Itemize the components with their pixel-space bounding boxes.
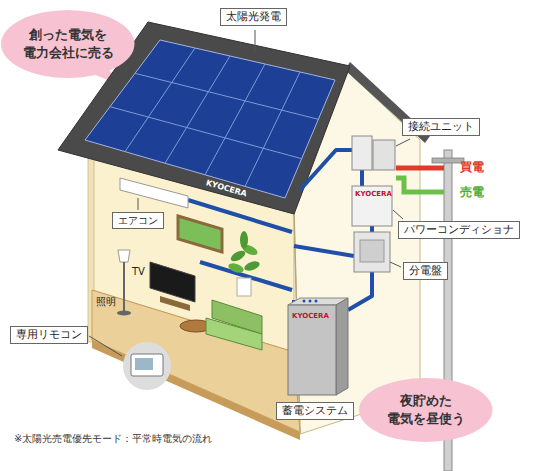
lamp (118, 250, 130, 262)
bubble-text: 創った電気を 電力会社に売る (19, 26, 117, 61)
air-conditioner (120, 178, 188, 208)
television (150, 262, 195, 311)
storage-system (303, 300, 306, 303)
label-box: 専用リモコン (10, 326, 88, 344)
bubble-shape (359, 378, 493, 442)
label-text: 分電盤 (409, 264, 442, 278)
lamp (117, 250, 131, 316)
label-text: 蓄電システム (282, 404, 348, 418)
bubble-shape (1, 10, 135, 78)
bubble-shape (1, 10, 135, 78)
power-wire (370, 226, 374, 232)
logo-text: KYOCERA (292, 312, 329, 320)
panel-grid (110, 107, 302, 159)
bubble-shape (359, 378, 493, 442)
storage-system (309, 300, 312, 303)
panel-grid (125, 48, 195, 152)
label-box: パワーコンディショナ (398, 221, 520, 239)
label-text: パワーコンディショナ (404, 223, 514, 237)
part-label: TV (132, 266, 145, 278)
speech-bubble: 夜貯めた 電気を昼使う (359, 378, 493, 442)
sofa (206, 300, 262, 350)
storage-system (336, 298, 348, 395)
connection-unit (373, 140, 395, 170)
storage-system (315, 300, 318, 303)
remote-icon (131, 354, 163, 376)
power-wire (348, 272, 372, 310)
panel-grid (110, 48, 318, 186)
speech-bubble: 創った電気を 電力会社に売る (1, 10, 135, 78)
logo-text: KYOCERA (355, 190, 392, 198)
remote-icon (123, 342, 171, 390)
remote-icon (123, 342, 171, 390)
lamp (123, 262, 125, 312)
sell-wire (396, 178, 444, 192)
buy-wire (396, 166, 444, 171)
label-text: 接続ユニット (408, 120, 474, 134)
leader-line (89, 336, 122, 356)
leader-line (138, 30, 410, 267)
remote-icon (135, 358, 153, 370)
plant-pot (237, 278, 251, 296)
sofa (206, 318, 262, 350)
caption: ※太陽光売電優先モード：平常時電気の流れ (14, 432, 212, 446)
bubble-text: 夜貯めた 電気を昼使う (377, 392, 475, 427)
part-label: 照明 (96, 296, 116, 308)
distribution-board (360, 240, 384, 262)
television (150, 262, 195, 302)
plant (227, 231, 261, 296)
lamp (117, 311, 131, 316)
label-box: 蓄電システム (276, 402, 354, 420)
leader-line (393, 210, 403, 219)
line-label: 買電 (460, 160, 484, 174)
label-box: 太陽光発電 (220, 8, 287, 26)
plant (227, 262, 245, 275)
distribution-board (354, 232, 390, 272)
label-text: 専用リモコン (16, 328, 82, 342)
power-wire (294, 246, 354, 256)
line-label: 売電 (460, 185, 484, 199)
solar-panel (85, 40, 335, 198)
picture-frame (178, 216, 222, 252)
leader-line (390, 262, 401, 267)
label-box: 分電盤 (403, 262, 448, 280)
power-wire (360, 170, 364, 186)
crossarm (432, 158, 464, 163)
label-box: 接続ユニット (402, 118, 480, 136)
label-text: エアコン (118, 214, 158, 227)
panel-grid (135, 73, 318, 119)
panel-grid (245, 72, 300, 186)
plant (240, 231, 248, 249)
storage-system (288, 305, 336, 395)
power-wire (300, 150, 352, 190)
plant (243, 260, 261, 273)
power-conditioner (352, 186, 392, 226)
floor-edge (92, 340, 300, 440)
leader-line (138, 198, 139, 210)
panel-grid (205, 64, 265, 175)
label-text: 太陽光発電 (226, 10, 281, 24)
tv-stand (160, 296, 190, 311)
label-box: エアコン (112, 212, 164, 229)
leader-line (255, 30, 256, 52)
logo-text: KYOCERA (205, 178, 248, 199)
connection-unit (352, 136, 372, 170)
leader-line (396, 139, 410, 146)
storage-system (288, 298, 348, 395)
